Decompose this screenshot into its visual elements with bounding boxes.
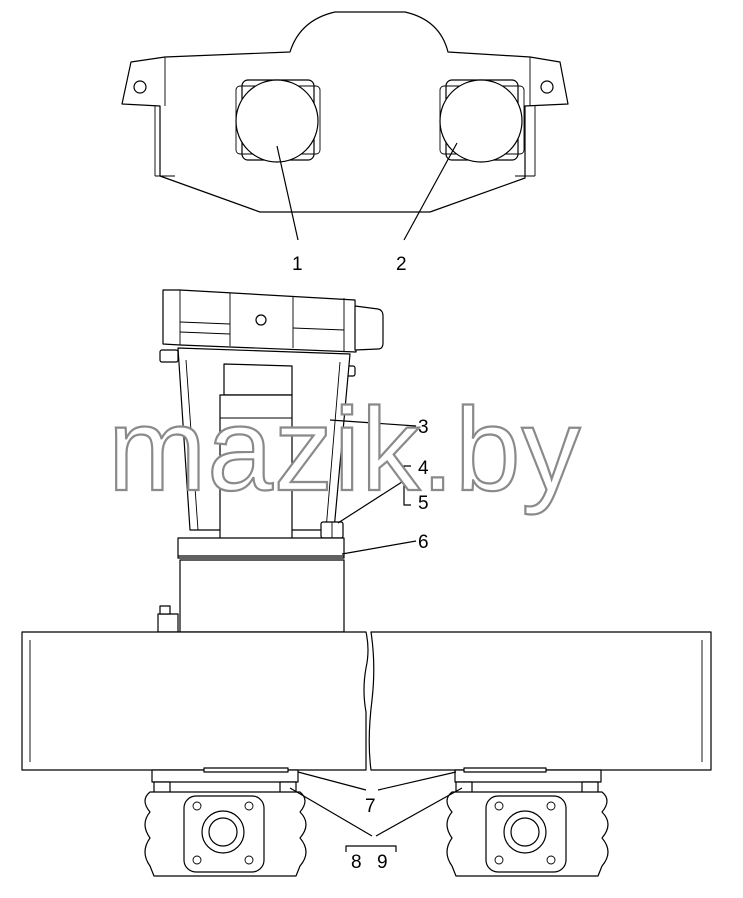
callout-5: 5 <box>418 493 429 514</box>
bracket-hole-left <box>133 80 147 94</box>
watermark-text: mazik.by <box>108 384 582 516</box>
leader-6 <box>341 540 417 555</box>
callout-9: 9 <box>377 852 388 873</box>
callout-4: 4 <box>418 458 429 479</box>
leader-2 <box>403 142 458 241</box>
frame-rail-right <box>368 631 712 771</box>
callout-8: 8 <box>351 852 362 873</box>
top-bracket <box>121 11 569 213</box>
leader-3 <box>329 419 417 427</box>
callout-7: 7 <box>365 796 376 817</box>
leader-1 <box>276 145 299 241</box>
bracket-hole-right <box>540 80 554 94</box>
lower-housing <box>179 559 345 633</box>
lower-unit-left <box>144 767 307 877</box>
callout-1: 1 <box>292 254 303 275</box>
fastener-bolt <box>320 521 344 539</box>
leader-4 <box>337 479 406 524</box>
head-assembly <box>159 289 384 546</box>
part-1-round-element <box>235 79 321 163</box>
lower-unit-right <box>446 767 609 877</box>
part-2-round-element <box>439 79 525 163</box>
housing-bolt-hole <box>255 314 267 326</box>
leaders-7-8-9 <box>289 771 463 852</box>
part-6-plate <box>177 537 345 559</box>
bracket-4-5 <box>403 465 411 506</box>
callout-2: 2 <box>396 254 407 275</box>
callout-3: 3 <box>418 417 429 438</box>
frame-rail-left <box>21 631 369 771</box>
callout-6: 6 <box>418 532 429 553</box>
